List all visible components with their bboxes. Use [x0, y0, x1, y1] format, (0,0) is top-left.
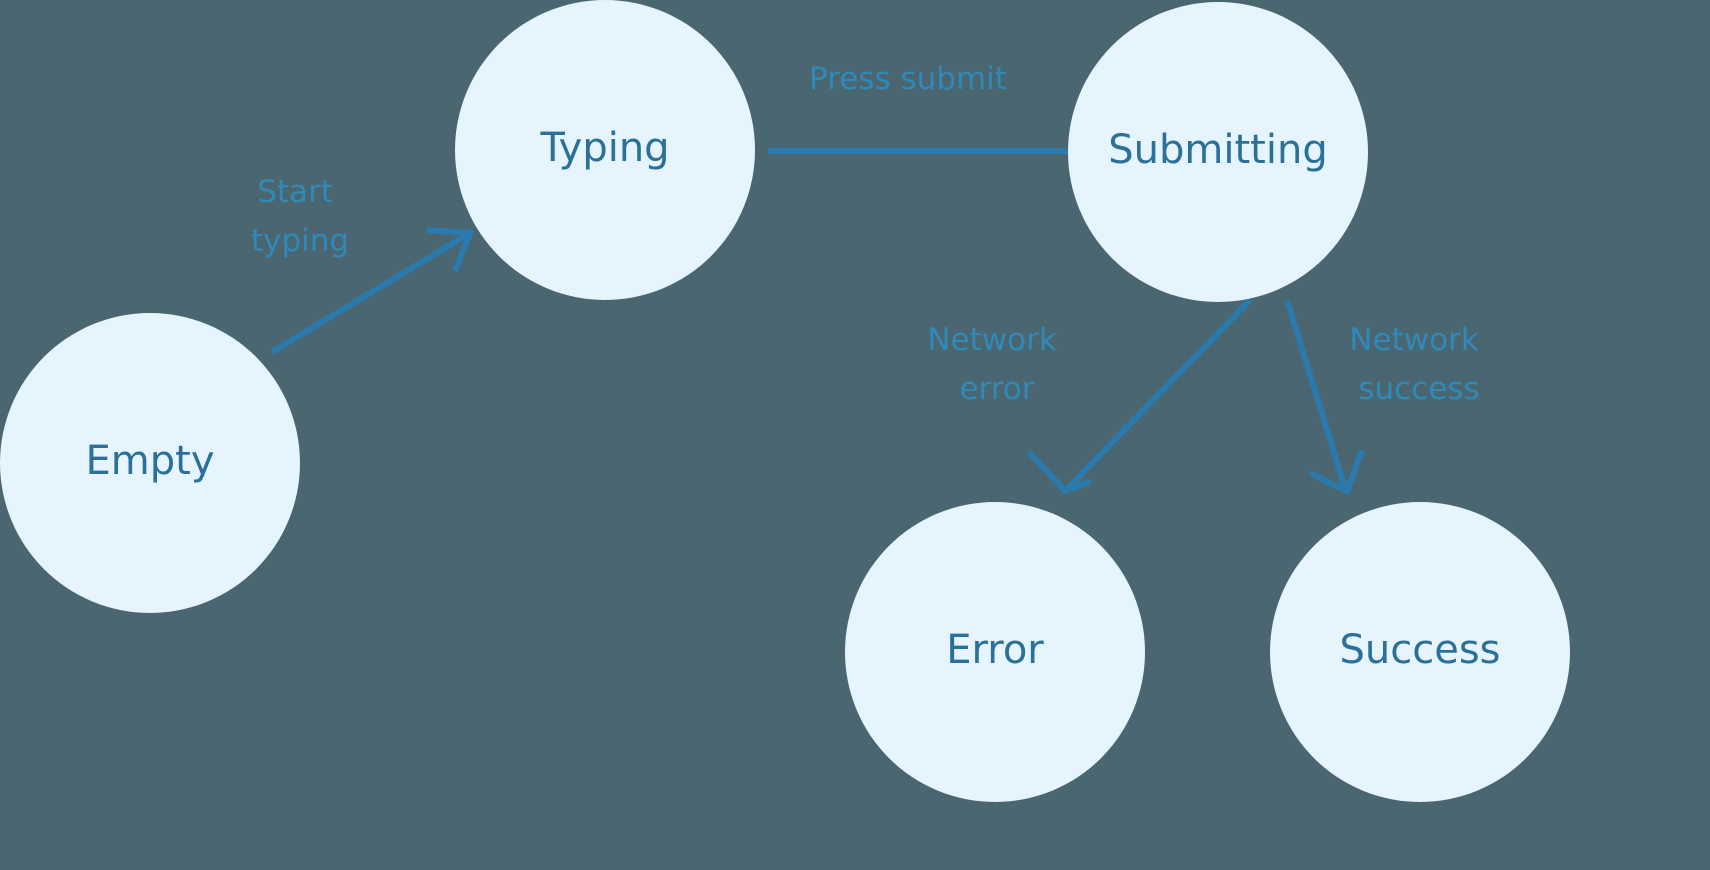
- state-node-success-label: Success: [1339, 627, 1500, 673]
- transition-submitting-to-success-label: Network success: [1349, 322, 1488, 407]
- transition-label-line: Network: [927, 322, 1056, 358]
- transition-submitting-to-error-line: [1065, 297, 1253, 491]
- state-node-error-label: Error: [946, 627, 1044, 673]
- state-node-empty-label: Empty: [86, 438, 215, 484]
- transition-submitting-to-error[interactable]: Network error: [927, 297, 1253, 495]
- transition-typing-to-submitting-label: Press submit: [809, 61, 1007, 97]
- state-node-typing-label: Typing: [539, 125, 669, 171]
- transition-submitting-to-error-arrowhead: [1026, 449, 1093, 495]
- transition-empty-to-typing[interactable]: Start typing: [251, 174, 475, 355]
- transition-label-line: Press submit: [809, 61, 1007, 97]
- transition-label-line: Network: [1349, 322, 1478, 358]
- transition-label-line: typing: [251, 223, 349, 259]
- state-node-submitting-circle: [1068, 2, 1368, 302]
- transition-submitting-to-success[interactable]: Network success: [1284, 299, 1489, 496]
- transition-label-line: error: [959, 371, 1034, 407]
- state-node-success-circle: [1270, 502, 1570, 802]
- state-node-typing-circle: [455, 0, 755, 300]
- transition-empty-to-typing-label: Start typing: [251, 174, 349, 259]
- state-node-submitting-label: Submitting: [1108, 127, 1327, 173]
- transition-submitting-to-success-arrowhead: [1308, 448, 1365, 496]
- state-node-empty[interactable]: Empty: [0, 313, 300, 613]
- state-node-typing[interactable]: Typing: [455, 0, 755, 300]
- state-node-submitting[interactable]: Submitting: [1068, 2, 1368, 302]
- transition-label-line: Start: [257, 174, 333, 210]
- transition-empty-to-typing-line: [270, 230, 472, 355]
- transition-submitting-to-success-line: [1284, 299, 1348, 489]
- state-node-empty-circle: [0, 313, 300, 613]
- transition-label-line: success: [1358, 371, 1479, 407]
- transition-typing-to-submitting[interactable]: Press submit: [768, 61, 1148, 186]
- state-node-success[interactable]: Success: [1270, 502, 1570, 802]
- state-node-error[interactable]: Error: [845, 502, 1145, 802]
- transition-submitting-to-error-label: Network error: [927, 322, 1066, 407]
- transition-empty-to-typing-arrowhead: [426, 227, 475, 273]
- state-node-error-circle: [845, 502, 1145, 802]
